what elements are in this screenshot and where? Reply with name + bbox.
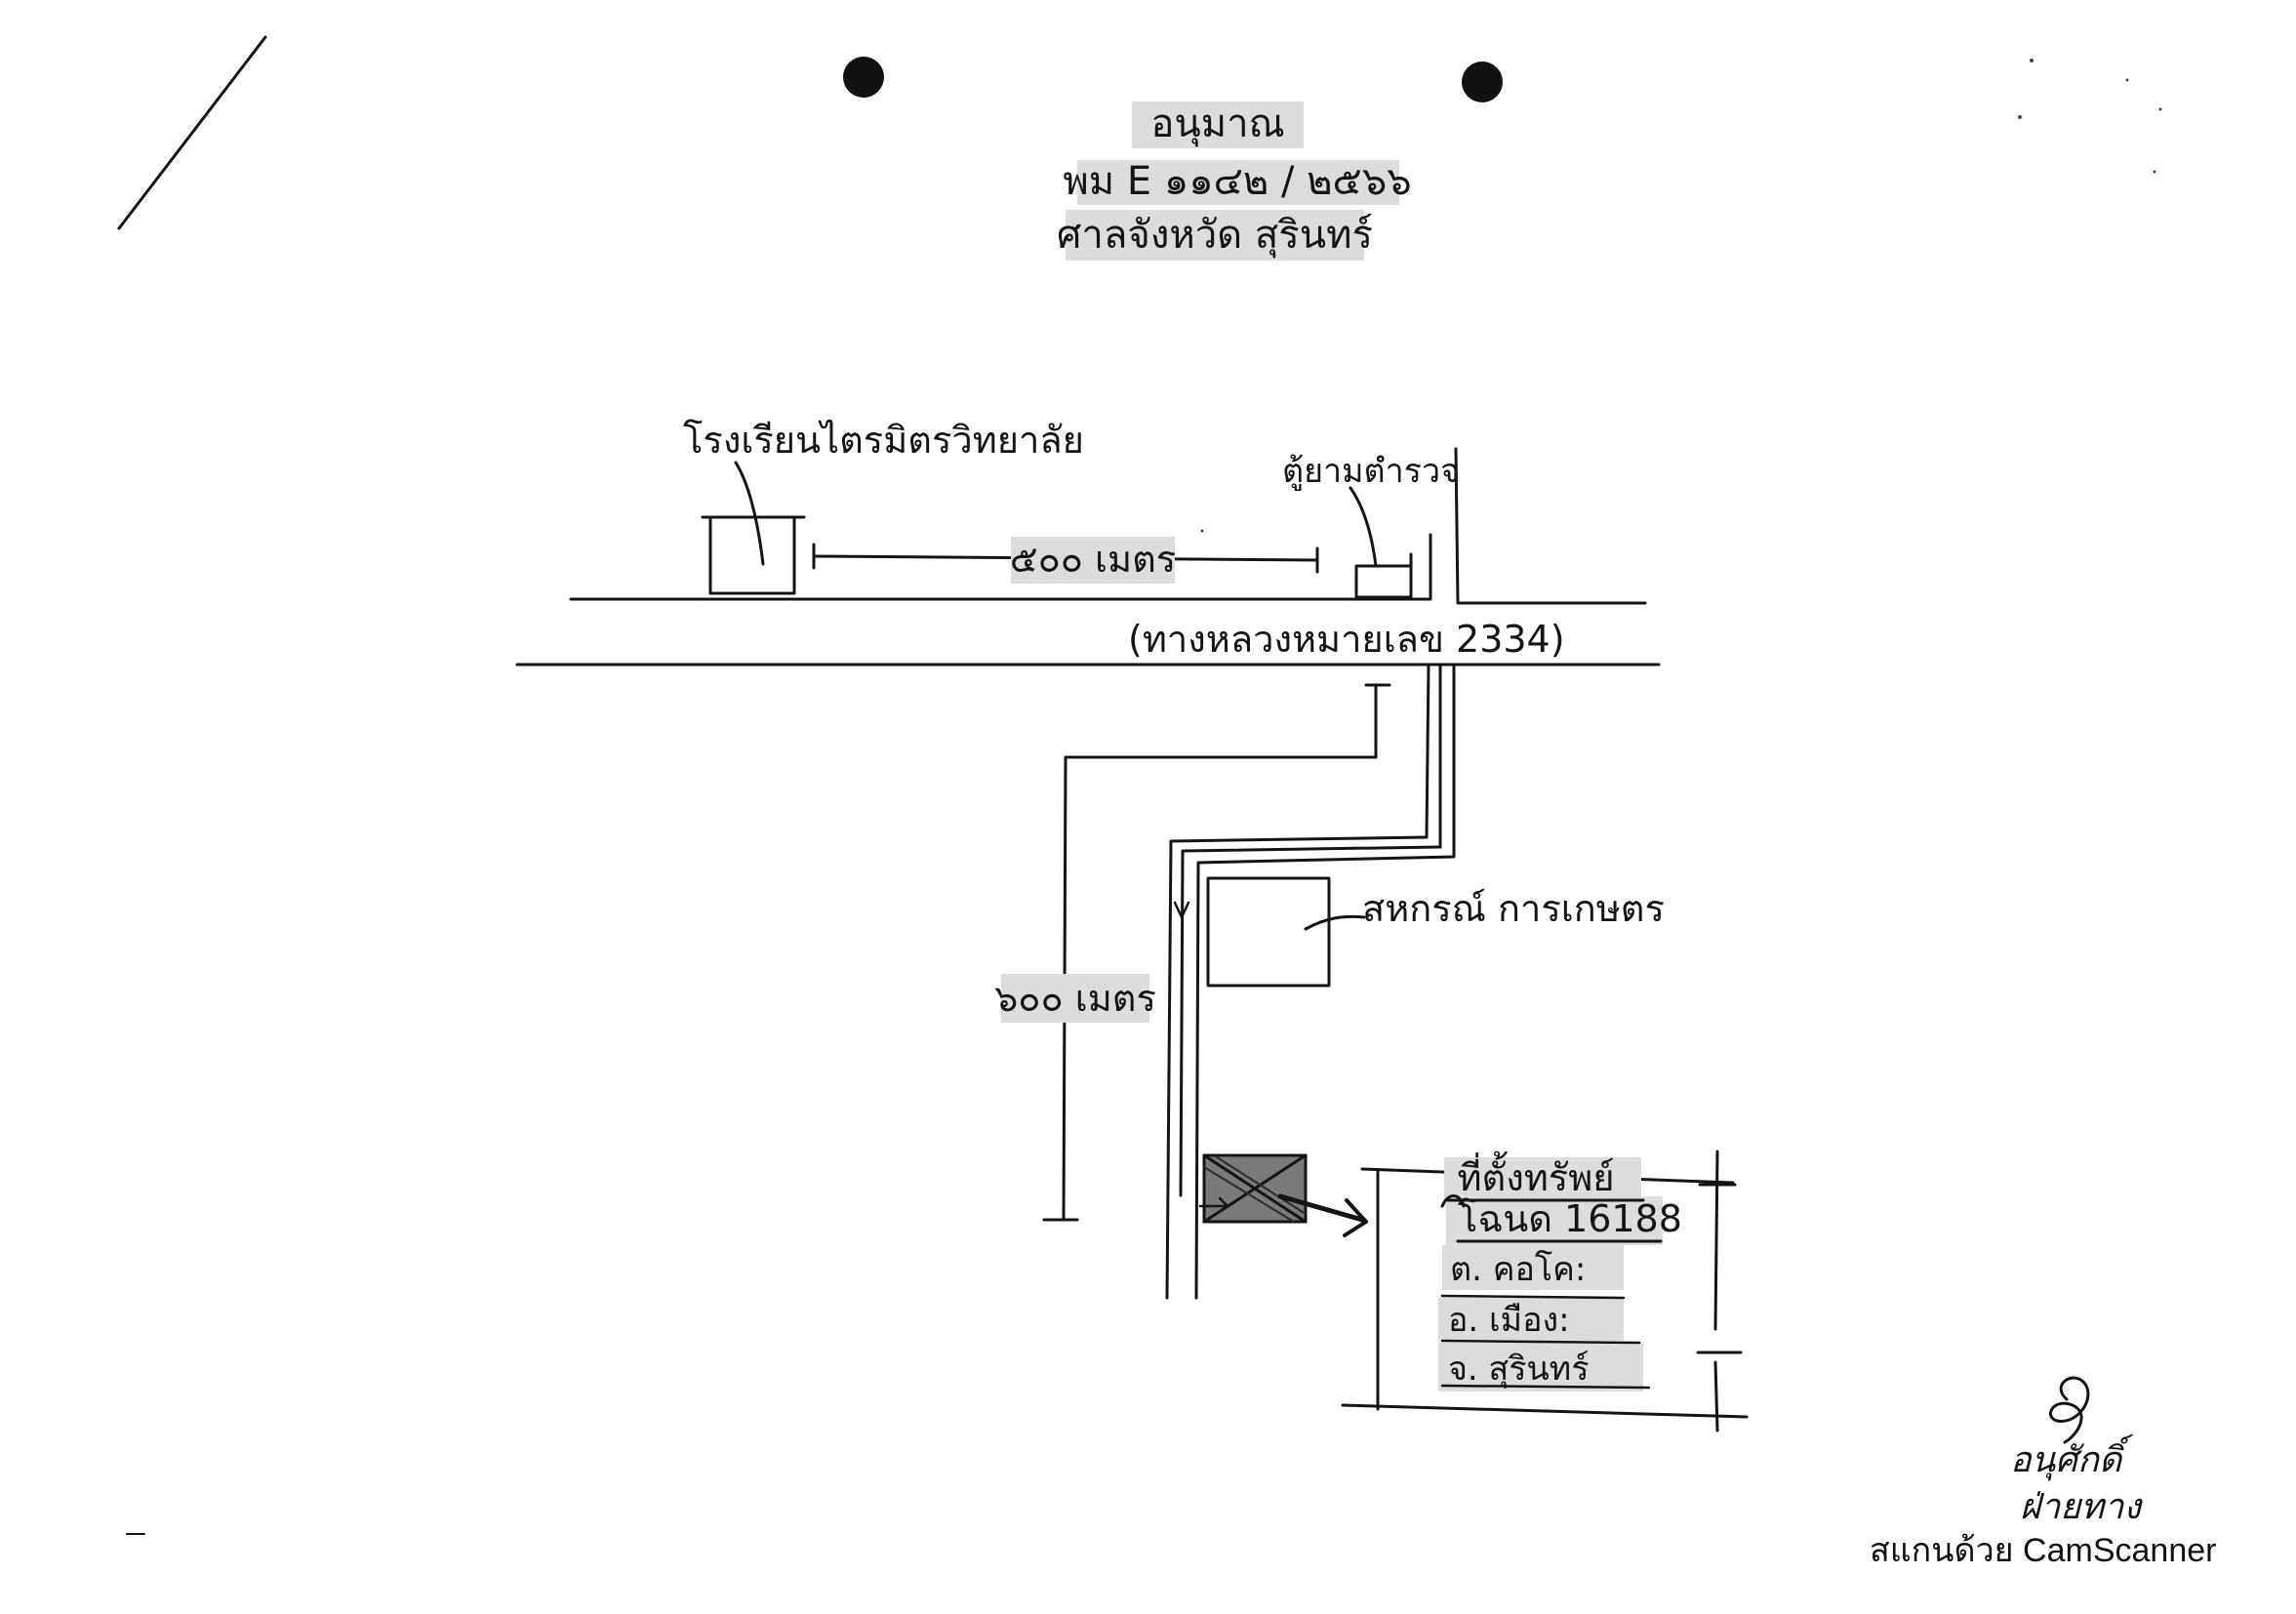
target-title: ที่ตั้งทรัพย์ <box>1457 1150 1614 1199</box>
target-arrow-line <box>1277 1193 1365 1223</box>
punch-hole-left <box>843 57 884 98</box>
police-box-pointer <box>1349 486 1378 568</box>
target-title-pointer <box>1440 1194 1466 1208</box>
target-inner-arrow <box>1198 1196 1229 1208</box>
south-road-line-a <box>1425 663 1430 839</box>
target-province: จ. สุรินทร์ <box>1448 1350 1589 1389</box>
school-pointer <box>734 461 765 566</box>
cooperative-pointer <box>1304 914 1366 931</box>
south-road-bend-b <box>1179 845 1442 1197</box>
distance-horizontal-highlight <box>1011 537 1175 584</box>
target-deed: โฉนด 16188 <box>1458 1197 1682 1240</box>
target-province-highlight <box>1438 1343 1643 1392</box>
info-frame-bottom <box>1341 1403 1749 1419</box>
header-line1: อนุมาณ <box>1150 101 1284 147</box>
info-frame-right <box>1713 1150 1719 1331</box>
south-road-bend-a <box>1165 835 1429 1300</box>
header-line3-highlight <box>1066 210 1364 261</box>
camscanner-watermark: สแกนด้วย CamScanner <box>1870 1532 2216 1569</box>
target-deed-highlight <box>1446 1196 1663 1245</box>
distance-vertical-highlight <box>1001 974 1149 1023</box>
header-line3: ศาลจังหวัด สุรินทร์ <box>1057 213 1373 259</box>
cooperative-label: สหกรณ์ การเกษตร <box>1362 887 1665 930</box>
target-parcel-marker <box>1202 1153 1308 1224</box>
police-box-label: ตู้ยามตำรวจ <box>1282 452 1460 491</box>
school-building <box>708 515 796 595</box>
corner-slash-mark <box>117 35 267 230</box>
scan-specks <box>1200 59 2162 533</box>
target-arrow-head <box>1343 1198 1368 1237</box>
target-district-overline <box>1440 1294 1626 1300</box>
distance-vertical-label: ๖๐๐ เมตร <box>994 977 1156 1020</box>
target-district-highlight <box>1438 1298 1624 1341</box>
school-label: โรงเรียนไตรมิตรวิทยาลัย <box>683 419 1084 462</box>
target-subdistrict-highlight <box>1442 1245 1624 1290</box>
signature-scribble <box>2049 1376 2090 1444</box>
header-line2-highlight <box>1077 160 1399 205</box>
route-arrow-down <box>1173 901 1190 919</box>
south-road-bend-c <box>1194 855 1456 1300</box>
header-line1-highlight <box>1132 101 1304 148</box>
header-line2: พม E ๑๑๔๒ / ๒๕๖๖ <box>1063 159 1411 204</box>
target-province-underline <box>1440 1384 1651 1390</box>
signature-surname: ฝ่ายทาง <box>2020 1487 2143 1527</box>
road-label: (ทางหลวงหมายเลข 2334) <box>1128 618 1565 661</box>
north-side-road-right <box>1454 447 1460 605</box>
distance-horizontal-label: ๕๐๐ เมตร <box>1010 538 1176 581</box>
cooperative-label-text: สหกรณ์ การเกษตร <box>1362 887 1665 930</box>
target-subdistrict: ต. คอโค: <box>1450 1250 1586 1289</box>
punch-hole-right <box>1462 61 1503 102</box>
cooperative-building <box>1206 876 1331 988</box>
target-province-overline <box>1440 1339 1641 1345</box>
signature-name: อนุศักดิ์ <box>2010 1433 2134 1481</box>
info-frame-right-lower <box>1713 1360 1719 1432</box>
target-district: อ. เมือง: <box>1448 1301 1570 1340</box>
police-box-building <box>1354 564 1413 599</box>
